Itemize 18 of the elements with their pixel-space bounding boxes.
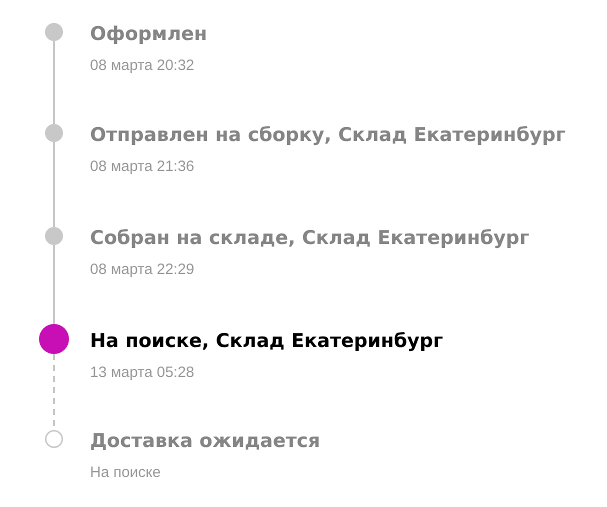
completed-step-dot [45,124,63,142]
step-timestamp: На поиске [90,464,161,482]
step-title: Доставка ожидается [90,430,320,453]
step-timestamp: 13 марта 05:28 [90,364,194,382]
current-step-dot [39,324,69,354]
step-title: Собран на складе, Склад Екатеринбург [90,227,530,250]
step-title: На поиске, Склад Екатеринбург [90,330,444,353]
step-title: Оформлен [90,23,208,46]
step-title: Отправлен на сборку, Склад Екатеринбург [90,124,566,147]
step-timestamp: 08 марта 20:32 [90,57,194,75]
step-timestamp: 08 марта 21:36 [90,158,194,176]
step-timestamp: 08 марта 22:29 [90,261,194,279]
connector-line [53,245,55,324]
pending-step-ring [45,430,63,448]
completed-step-dot [45,227,63,245]
connector-line [53,142,55,227]
connector-line [53,41,55,124]
completed-step-dot [45,23,63,41]
